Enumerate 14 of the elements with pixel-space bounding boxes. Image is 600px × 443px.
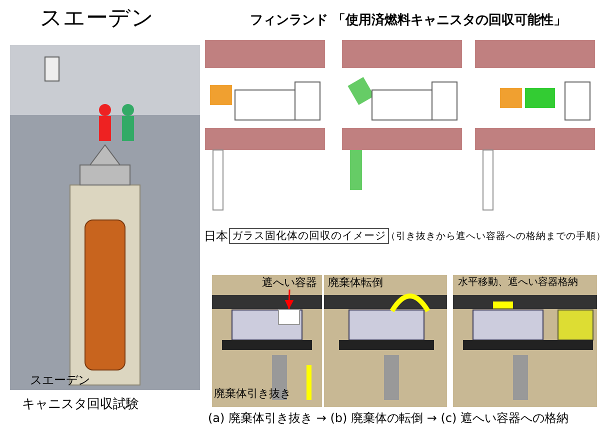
region-label: スエーデン [30, 374, 90, 388]
step-label: 水平移動、遮へい容器格納 [458, 277, 578, 288]
region-title: スエーデン [40, 6, 154, 32]
shield-container-box [278, 309, 300, 325]
step-label: 廃棄体転倒 [328, 277, 383, 290]
figure-caption: キャニスタ回収試験 [22, 398, 139, 413]
country-label: 日本 [204, 230, 228, 244]
step-label: 廃棄体引き抜き [214, 388, 291, 401]
title-frame: ガラス固化体の回収のイメージ [229, 228, 389, 244]
container-label: 遮へい容器 [262, 277, 317, 290]
step-caption: (a) 廃棄体引き抜き → (b) 廃棄体の転倒 → (c) 遮へい容器への格納 [208, 412, 568, 426]
section-subtitle: （引き抜きから遮へい容器への格納までの手順） [386, 232, 600, 243]
section-title: フィンランド 「使用済燃料キャニスタの回収可能性」 [250, 14, 567, 29]
leader-arrow [284, 290, 294, 310]
